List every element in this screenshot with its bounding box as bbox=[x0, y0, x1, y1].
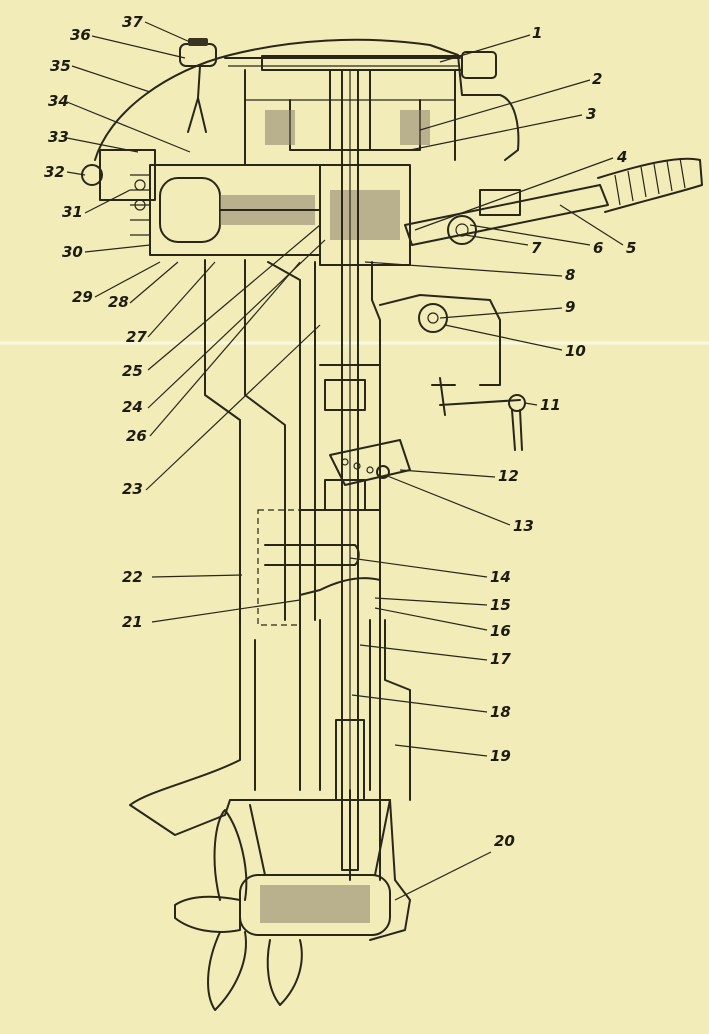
callout-37: 37 bbox=[122, 13, 143, 31]
callout-30: 30 bbox=[62, 243, 83, 261]
callout-19: 19 bbox=[490, 747, 511, 765]
callout-27: 27 bbox=[126, 328, 147, 346]
callout-21: 21 bbox=[122, 613, 143, 631]
callout-20: 20 bbox=[494, 832, 515, 850]
flywheel-magneto bbox=[265, 69, 430, 151]
callout-35: 35 bbox=[50, 57, 71, 75]
callout-labels: 1 2 3 4 5 6 7 8 9 10 11 12 13 14 15 16 1… bbox=[44, 13, 636, 850]
callout-2: 2 bbox=[592, 70, 602, 88]
callout-15: 15 bbox=[490, 596, 511, 614]
callout-32: 32 bbox=[44, 163, 65, 181]
propeller bbox=[174, 809, 303, 1011]
callout-31: 31 bbox=[62, 203, 83, 221]
callout-25: 25 bbox=[122, 362, 143, 380]
callout-12: 12 bbox=[498, 467, 519, 485]
callout-14: 14 bbox=[490, 568, 511, 586]
callout-3: 3 bbox=[586, 105, 596, 123]
callout-26: 26 bbox=[126, 427, 147, 445]
callout-1: 1 bbox=[532, 24, 542, 42]
callout-16: 16 bbox=[490, 622, 511, 640]
callout-10: 10 bbox=[565, 342, 586, 360]
callout-7: 7 bbox=[531, 239, 542, 257]
callout-22: 22 bbox=[122, 568, 143, 586]
clamp-bracket bbox=[329, 294, 526, 486]
callout-4: 4 bbox=[616, 148, 627, 166]
callout-18: 18 bbox=[490, 703, 511, 721]
callout-5: 5 bbox=[626, 239, 636, 257]
mid-section bbox=[204, 259, 381, 881]
callout-23: 23 bbox=[122, 480, 143, 498]
callout-34: 34 bbox=[48, 92, 69, 110]
tiller-handle bbox=[404, 157, 703, 246]
callout-11: 11 bbox=[540, 396, 561, 414]
leader-lines bbox=[66, 21, 624, 901]
callout-36: 36 bbox=[70, 26, 91, 44]
callout-28: 28 bbox=[108, 293, 129, 311]
callout-8: 8 bbox=[565, 266, 575, 284]
callout-6: 6 bbox=[593, 239, 603, 257]
fuel-tank-cap bbox=[179, 38, 217, 133]
callout-33: 33 bbox=[48, 128, 69, 146]
lower-unit bbox=[129, 619, 411, 941]
callout-24: 24 bbox=[122, 398, 143, 416]
callout-13: 13 bbox=[513, 517, 534, 535]
callout-9: 9 bbox=[565, 298, 575, 316]
callout-29: 29 bbox=[72, 288, 93, 306]
callout-17: 17 bbox=[490, 650, 511, 668]
